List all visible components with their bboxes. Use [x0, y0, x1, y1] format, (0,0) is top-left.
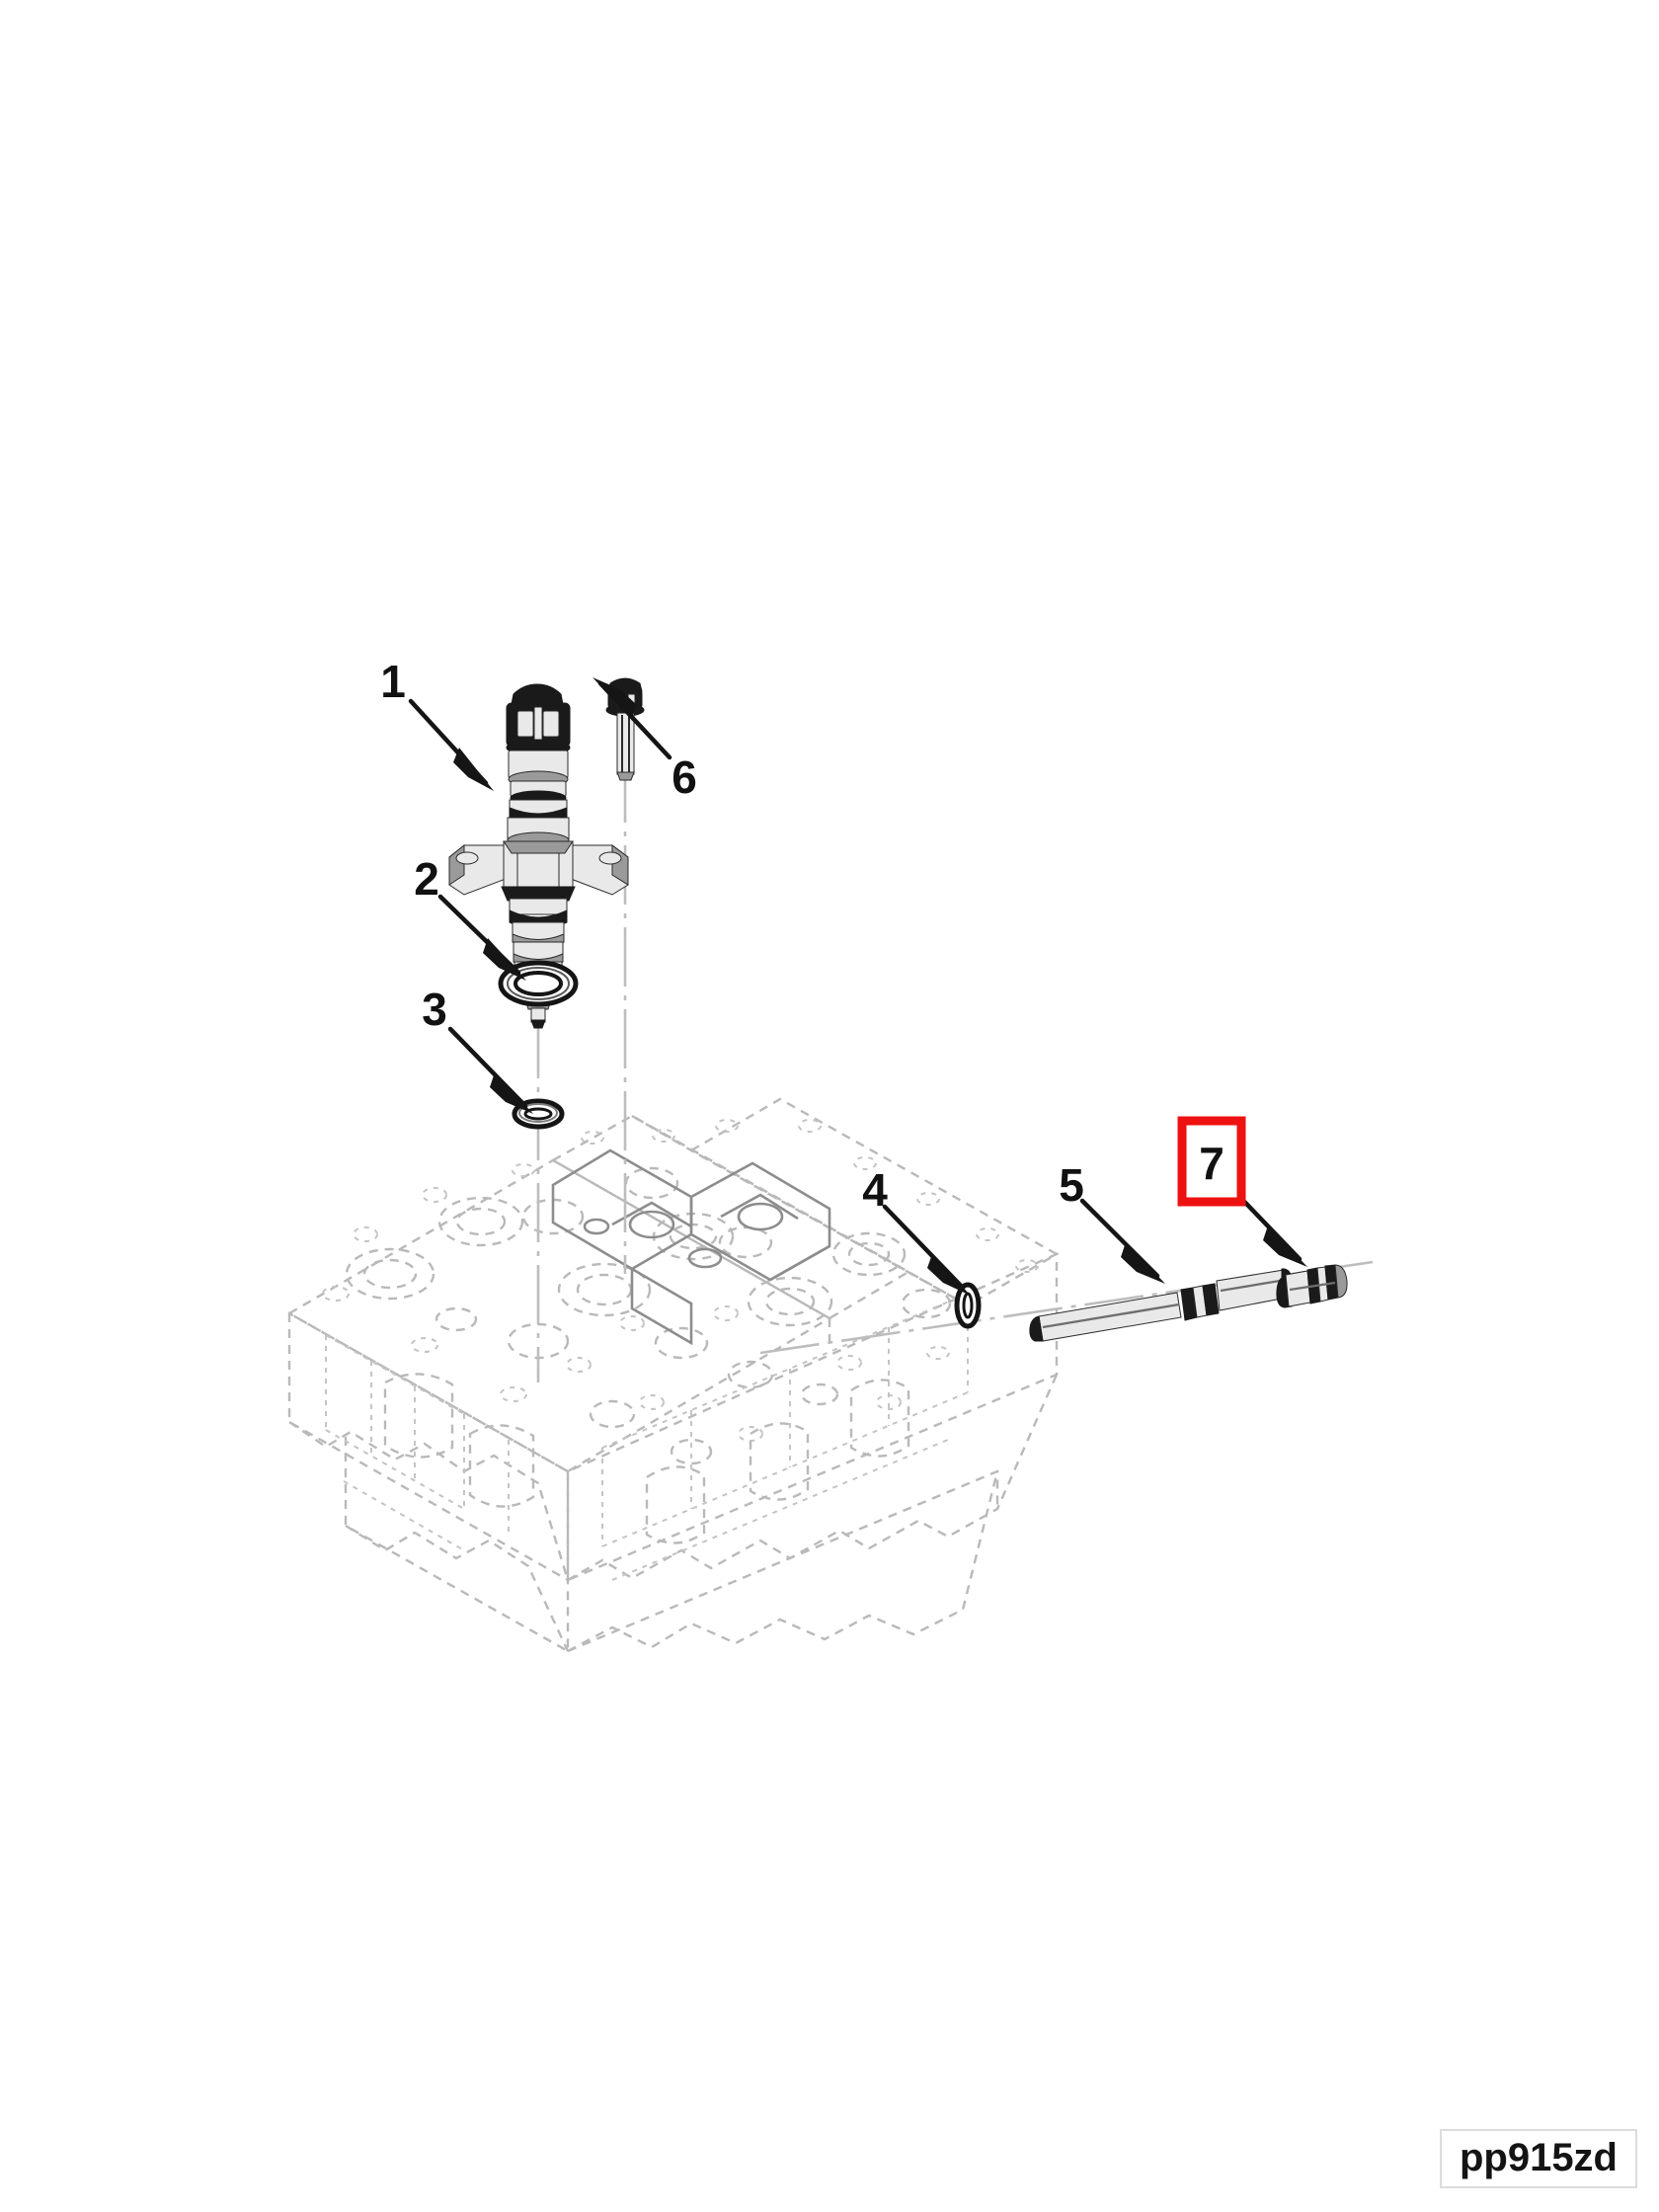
callout-label-1: 1 [380, 656, 406, 707]
leader-5 [1079, 1198, 1165, 1284]
leader-6 [592, 677, 672, 760]
o-ring-large-part [498, 960, 579, 1007]
callout-label-3: 3 [422, 984, 447, 1035]
tube-connector-nut-part [1276, 1264, 1348, 1308]
leader-2 [437, 894, 526, 981]
callout-label-4: 4 [862, 1164, 888, 1216]
callout-label-7[interactable]: 7 [1199, 1138, 1224, 1189]
leader-1 [408, 698, 494, 791]
cylinder-head-ghost-drawing [286, 1097, 1060, 1654]
fuel-injector-part [448, 683, 629, 1029]
injector-supply-tube-part [1029, 1268, 1294, 1342]
callout-label-2: 2 [414, 853, 439, 905]
highlight-box-7[interactable] [1177, 1116, 1246, 1207]
watermark-label: pp915zd [1439, 2129, 1637, 2188]
callout-label-6: 6 [672, 751, 697, 803]
callout-label-5: 5 [1059, 1159, 1084, 1211]
leader-4 [882, 1204, 971, 1296]
callout-numbers: 1 2 3 4 5 6 7 [380, 656, 1224, 1216]
leader-3 [447, 1026, 533, 1114]
o-ring-small-part [954, 1282, 982, 1329]
